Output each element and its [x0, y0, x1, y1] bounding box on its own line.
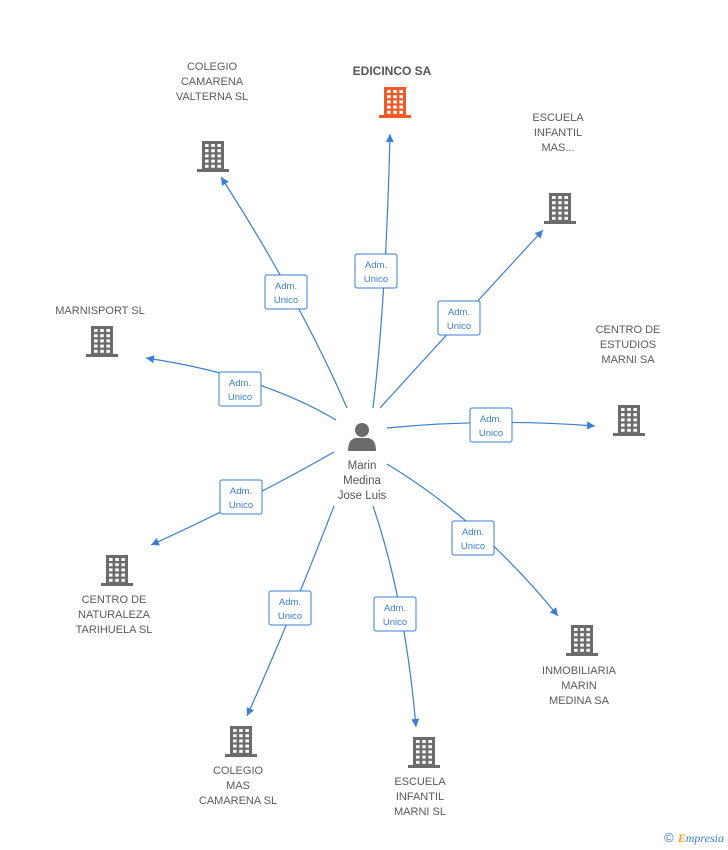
company-name-inmobiliaria[interactable]: MEDINA SA	[549, 695, 610, 707]
arrow-escuela-mas	[534, 230, 543, 239]
edge-label-line: Adm.	[279, 597, 301, 608]
person-icon[interactable]	[348, 423, 376, 451]
edge-label-line: Adm.	[462, 527, 484, 538]
company-name-colegio-mas[interactable]: MAS	[226, 780, 250, 792]
company-name-escuela-mas[interactable]: INFANTIL	[534, 127, 582, 139]
company-name-centro-naturaleza[interactable]: NATURALEZA	[78, 609, 151, 621]
company-name-escuela-marni[interactable]: ESCUELA	[394, 776, 446, 788]
company-name-marnisport[interactable]: MARNISPORT SL	[55, 305, 144, 317]
edge-label-line: Unico	[278, 611, 302, 622]
edge-label-line: Unico	[229, 500, 253, 511]
edge-label-escuela-marni[interactable]: Adm. Unico	[373, 596, 417, 632]
brand-logo-text: mpresia	[685, 831, 724, 845]
building-icon-inmobiliaria[interactable]	[566, 625, 598, 656]
company-name-colegio-camarena[interactable]: COLEGIO	[187, 61, 238, 73]
company-name-centro-naturaleza[interactable]: TARIHUELA SL	[76, 624, 153, 636]
edge-label-line: Unico	[364, 274, 388, 285]
edge-label-line: Unico	[479, 428, 503, 439]
company-name-escuela-mas[interactable]: ESCUELA	[532, 112, 584, 124]
building-icon-marnisport[interactable]	[86, 326, 118, 357]
building-icon-colegio-camarena[interactable]	[197, 141, 229, 172]
company-name-colegio-mas[interactable]: COLEGIO	[213, 765, 264, 777]
company-name-centro-estudios[interactable]: ESTUDIOS	[600, 339, 656, 351]
arrow-centro-naturaleza	[151, 538, 160, 546]
company-name-colegio-mas[interactable]: CAMARENA SL	[199, 795, 277, 807]
arrow-colegio-mas	[246, 707, 254, 716]
arrow-centro-estudios	[586, 421, 595, 430]
brand-footer: ©Empresia	[664, 830, 724, 846]
edge-label-line: Unico	[447, 321, 471, 332]
edge-label-line: Adm.	[384, 603, 406, 614]
edge-label-line: Adm.	[480, 414, 502, 425]
arrow-escuela-marni	[411, 718, 420, 727]
edge-label-colegio-camarena[interactable]: Adm. Unico	[264, 274, 308, 310]
edge-label-colegio-mas[interactable]: Adm. Unico	[268, 590, 312, 626]
person-name[interactable]: Jose Luis	[338, 490, 387, 502]
edge-label-escuela-mas[interactable]: Adm. Unico	[437, 300, 481, 336]
edge-label-centro-estudios[interactable]: Adm. Unico	[469, 407, 513, 443]
arrow-marnisport	[146, 355, 155, 364]
arrow-edicinco	[385, 134, 394, 143]
edge-label-line: Unico	[274, 295, 298, 306]
person-name[interactable]: Marin	[348, 460, 377, 472]
building-icon-escuela-mas[interactable]	[544, 193, 576, 224]
company-name-centro-estudios[interactable]: CENTRO DE	[596, 324, 661, 336]
company-name-centro-estudios[interactable]: MARNI SA	[601, 354, 655, 366]
company-name-colegio-camarena[interactable]: VALTERNA SL	[176, 91, 248, 103]
building-icon-edicinco[interactable]	[379, 87, 411, 118]
building-icon-colegio-mas[interactable]	[225, 726, 257, 757]
company-name-escuela-marni[interactable]: INFANTIL	[396, 791, 444, 803]
company-name-centro-naturaleza[interactable]: CENTRO DE	[82, 594, 147, 606]
edge-label-line: Adm.	[229, 378, 251, 389]
company-name-escuela-mas[interactable]: MAS...	[541, 142, 574, 154]
arrow-colegio-camarena	[221, 177, 229, 186]
building-icon-centro-naturaleza[interactable]	[101, 555, 133, 586]
edge-label-line: Adm.	[230, 486, 252, 497]
brand-logo-initial: E	[677, 831, 686, 845]
building-icon-centro-estudios[interactable]	[613, 405, 645, 436]
edge-label-line: Unico	[228, 392, 252, 403]
copyright-icon: ©	[664, 830, 674, 845]
edge-label-line: Unico	[383, 617, 407, 628]
edge-label-line: Adm.	[365, 260, 387, 271]
edge-label-line: Adm.	[275, 281, 297, 292]
company-name-edicinco[interactable]: EDICINCO SA	[353, 64, 432, 78]
company-name-inmobiliaria[interactable]: MARIN	[561, 680, 597, 692]
company-name-escuela-marni[interactable]: MARNI SL	[394, 806, 446, 818]
company-name-colegio-camarena[interactable]: CAMARENA	[181, 76, 244, 88]
arrow-inmobiliaria	[549, 607, 558, 616]
company-name-inmobiliaria[interactable]: INMOBILIARIA	[542, 665, 617, 677]
edge-label-centro-naturaleza[interactable]: Adm. Unico	[219, 479, 263, 515]
edge-label-edicinco[interactable]: Adm. Unico	[354, 253, 398, 289]
edge-label-marnisport[interactable]: Adm. Unico	[218, 371, 262, 407]
edge-label-inmobiliaria[interactable]: Adm. Unico	[451, 520, 495, 556]
edge-label-line: Adm.	[448, 307, 470, 318]
edge-label-line: Unico	[461, 541, 485, 552]
person-name[interactable]: Medina	[343, 475, 381, 487]
building-icon-escuela-marni[interactable]	[408, 737, 440, 768]
